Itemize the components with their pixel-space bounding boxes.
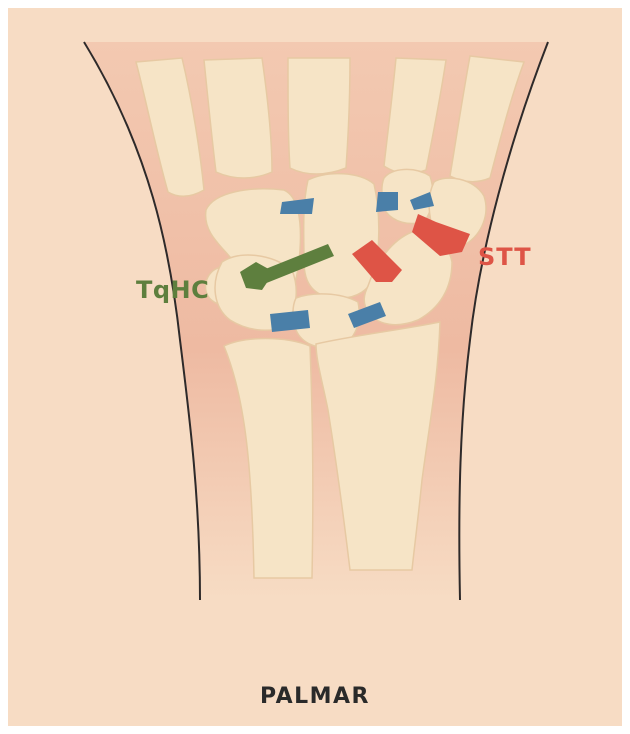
label-tqhc: TqHC bbox=[136, 278, 209, 302]
capitate-bone bbox=[304, 174, 379, 299]
ligament-blue-2 bbox=[376, 192, 398, 212]
metacarpal-3 bbox=[288, 58, 350, 174]
label-stt: STT bbox=[478, 245, 532, 269]
metacarpal-4 bbox=[204, 58, 272, 178]
view-caption: PALMAR bbox=[0, 686, 630, 708]
